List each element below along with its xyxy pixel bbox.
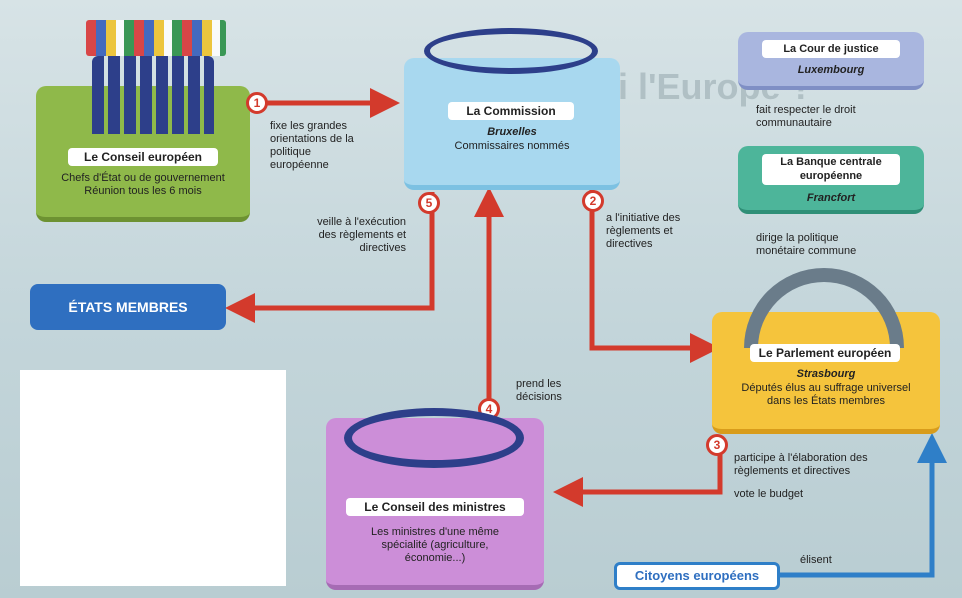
people-icon <box>92 56 214 134</box>
banque-centrale-title: La Banque centrale européenne <box>762 154 900 185</box>
step-3-text: participe à l'élaboration des règlements… <box>734 452 868 477</box>
commission-title: La Commission <box>448 102 574 120</box>
parlement-box: Le Parlement européen Strasbourg Députés… <box>712 268 940 434</box>
commission-city: Bruxelles <box>487 126 537 138</box>
cour-justice-city: Luxembourg <box>797 64 865 76</box>
conseil-europeen-title: Le Conseil européen <box>68 148 218 166</box>
cour-justice-desc: fait respecter le droit communautaire <box>756 104 856 129</box>
cour-justice-box: La Cour de justice Luxembourg <box>738 32 924 90</box>
commission-desc: Commissaires nommés <box>454 140 570 152</box>
citoyens-box: Citoyens européens <box>614 562 780 590</box>
arrow-2 <box>589 188 720 363</box>
step-4-text: prend les décisions <box>516 378 562 403</box>
conseil-ministres-box: Le Conseil des ministres Les ministres d… <box>326 408 544 590</box>
etats-membres-box: ÉTATS MEMBRES <box>30 284 226 330</box>
step-2-badge: 2 <box>582 190 604 212</box>
blank-panel <box>20 370 286 586</box>
conseil-europeen-desc: Chefs d'État ou de gouvernement Réunion … <box>61 172 225 197</box>
banque-centrale-box: La Banque centrale européenne Francfort <box>738 146 924 214</box>
step-1-text: fixe les grandes orientations de la poli… <box>270 120 354 171</box>
step-5-text: veille à l'exécution des règlements et d… <box>317 216 406 254</box>
step-1-badge: 1 <box>246 92 268 114</box>
cour-justice-title: La Cour de justice <box>762 40 900 58</box>
citoyens-title: Citoyens européens <box>634 568 760 583</box>
ministers-table-icon <box>344 408 524 468</box>
arrow-5 <box>225 192 435 323</box>
conseil-ministres-title: Le Conseil des ministres <box>346 498 524 516</box>
commission-box: La Commission Bruxelles Commissaires nom… <box>404 28 620 190</box>
parlement-title: Le Parlement européen <box>750 344 900 362</box>
banque-centrale-desc: dirige la politique monétaire commune <box>756 232 857 257</box>
step-3-badge: 3 <box>706 434 728 456</box>
step-2-text: a l'initiative des règlements et directi… <box>606 212 681 250</box>
banque-centrale-city: Francfort <box>806 192 856 204</box>
elisent-text: élisent <box>800 554 832 566</box>
arrow-3 <box>553 440 723 507</box>
conseil-europeen-box: Le Conseil européen Chefs d'État ou de g… <box>36 20 250 222</box>
flags-icon <box>86 20 226 56</box>
parlement-city: Strasbourg <box>796 368 856 380</box>
vote-budget-text: vote le budget <box>734 488 804 500</box>
etats-membres-title: ÉTATS MEMBRES <box>68 299 188 315</box>
step-5-badge: 5 <box>418 192 440 214</box>
arrow-elisent <box>780 433 947 578</box>
parlement-desc: Députés élus au suffrage universel dans … <box>741 382 911 407</box>
conseil-ministres-desc: Les ministres d'une même spécialité (agr… <box>370 526 500 564</box>
table-icon <box>424 28 598 74</box>
